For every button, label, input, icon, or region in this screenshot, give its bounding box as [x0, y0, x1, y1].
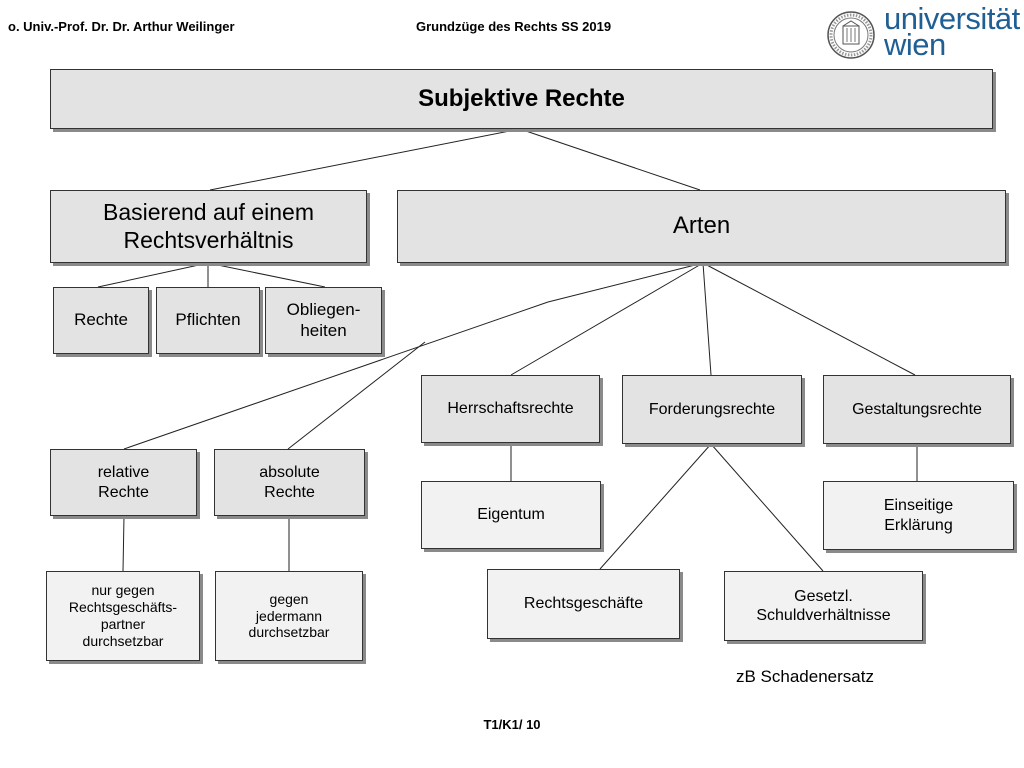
- university-logo: universität wien: [884, 1, 1020, 62]
- node-text-line: Rechte: [98, 483, 149, 501]
- node-arten: Arten: [397, 190, 1006, 263]
- page-number: T1/K1/ 10: [483, 717, 541, 732]
- node-text-line: Schuldverhältnisse: [756, 607, 891, 624]
- node-einseitige-erklaerung: Einseitige Erklärung: [823, 481, 1014, 550]
- node-text-line: heiten: [300, 320, 347, 340]
- university-seal-icon: [827, 11, 875, 59]
- node-herrschaftsrechte: Herrschaftsrechte: [421, 375, 600, 443]
- node-relative-detail: nur gegen Rechtsgeschäfts- partner durch…: [46, 571, 200, 661]
- node-rechtsgeschaefte: Rechtsgeschäfte: [487, 569, 680, 639]
- node-text-line: Gesetzl.: [794, 587, 853, 605]
- node-text-line: gegen: [269, 590, 309, 607]
- node-pflichten: Pflichten: [156, 287, 260, 354]
- node-rechte: Rechte: [53, 287, 149, 354]
- node-text-line: partner: [100, 616, 146, 632]
- node-subjektive-rechte: Subjektive Rechte: [50, 69, 993, 129]
- node-obliegenheiten: Obliegen- heiten: [265, 287, 382, 354]
- node-text-line: Rechte: [264, 483, 315, 501]
- node-absolute-detail: gegen jedermann durchsetzbar: [215, 571, 363, 661]
- node-relative-rechte: relative Rechte: [50, 449, 197, 516]
- node-text-line: Rechtsgeschäfts-: [68, 599, 178, 616]
- node-text-line: Einseitige: [883, 497, 954, 515]
- node-text-line: Obliegen-: [286, 300, 361, 320]
- logo-line-universitaet: universität: [884, 1, 1020, 36]
- example-note: zB Schadenersatz: [736, 667, 874, 686]
- node-basierend-auf-rechtsverhaeltnis: Basierend auf einem Rechtsverhältnis: [50, 190, 367, 263]
- logo-line-wien: wien: [884, 27, 946, 62]
- node-text-line: durchsetzbar: [248, 624, 330, 641]
- node-text-line: absolute: [259, 464, 320, 482]
- node-text-line: Basierend auf einem: [103, 198, 314, 225]
- course-title: Grundzüge des Rechts SS 2019: [416, 19, 612, 34]
- node-absolute-rechte: absolute Rechte: [214, 449, 365, 516]
- node-forderungsrechte: Forderungsrechte: [622, 375, 802, 444]
- node-text-line: jedermann: [255, 607, 323, 624]
- node-eigentum: Eigentum: [421, 481, 601, 549]
- node-text-line: relative: [97, 464, 150, 482]
- node-text-line: Rechtsverhältnis: [123, 226, 294, 253]
- node-gestaltungsrechte: Gestaltungsrechte: [823, 375, 1011, 444]
- node-gesetzl-schuldverhaeltnisse: Gesetzl. Schuldverhältnisse: [724, 571, 923, 641]
- node-text-line: Erklärung: [884, 516, 953, 534]
- node-text-line: nur gegen: [91, 582, 155, 599]
- author-name: o. Univ.-Prof. Dr. Dr. Arthur Weilinger: [8, 19, 235, 34]
- node-text-line: durchsetzbar: [82, 632, 164, 649]
